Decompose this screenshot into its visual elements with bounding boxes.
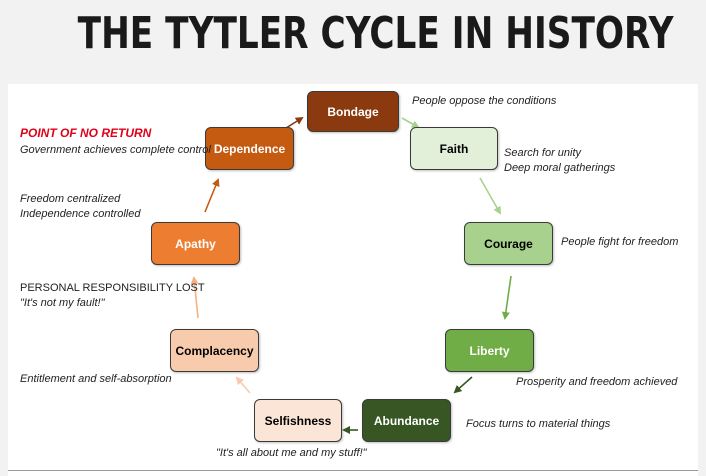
node-selfishness: Selfishness	[254, 399, 342, 442]
arrow-bondage-faith	[401, 117, 420, 128]
note-point-of-no-return: POINT OF NO RETURN	[20, 126, 152, 140]
arrow-dependence-bondage	[285, 116, 304, 129]
page-title: THE TYTLER CYCLE IN HISTORY	[77, 8, 674, 59]
note-apathy-1: PERSONAL RESPONSIBILITY LOST	[20, 282, 205, 294]
note-courage: People fight for freedom	[561, 236, 679, 248]
node-courage: Courage	[464, 222, 553, 265]
note-dependence-pre-1: Freedom centralized	[20, 193, 121, 205]
node-complacency: Complacency	[170, 329, 259, 372]
panel-bottom-line	[8, 470, 698, 471]
note-selfishness: "It's all about me and my stuff!"	[216, 447, 367, 459]
node-abundance: Abundance	[362, 399, 451, 442]
arrow-selfishness-complacency	[235, 376, 251, 394]
note-abundance: Focus turns to material things	[466, 418, 611, 430]
arrow-liberty-abundance	[453, 376, 473, 394]
note-complacency: Entitlement and self-absorption	[20, 373, 172, 385]
note-faith-1: Search for unity	[504, 147, 582, 159]
arrow-faith-courage	[479, 177, 501, 215]
note-apathy-2: "It's not my fault!"	[20, 297, 105, 309]
node-faith: Faith	[410, 127, 498, 170]
arrow-complacency-apathy	[190, 276, 199, 319]
note-dependence-pre-2: Independence controlled	[20, 208, 141, 220]
node-apathy: Apathy	[151, 222, 240, 265]
note-dependence: Government achieves complete control	[20, 144, 211, 156]
arrow-courage-liberty	[501, 275, 512, 320]
node-dependence: Dependence	[205, 127, 294, 170]
node-bondage: Bondage	[307, 91, 399, 132]
diagram-panel	[8, 84, 698, 476]
note-faith-2: Deep moral gatherings	[504, 162, 616, 174]
node-liberty: Liberty	[445, 329, 534, 372]
arrow-apathy-dependence	[204, 178, 220, 213]
note-liberty: Prosperity and freedom achieved	[516, 376, 678, 388]
note-bondage: People oppose the conditions	[412, 95, 557, 107]
